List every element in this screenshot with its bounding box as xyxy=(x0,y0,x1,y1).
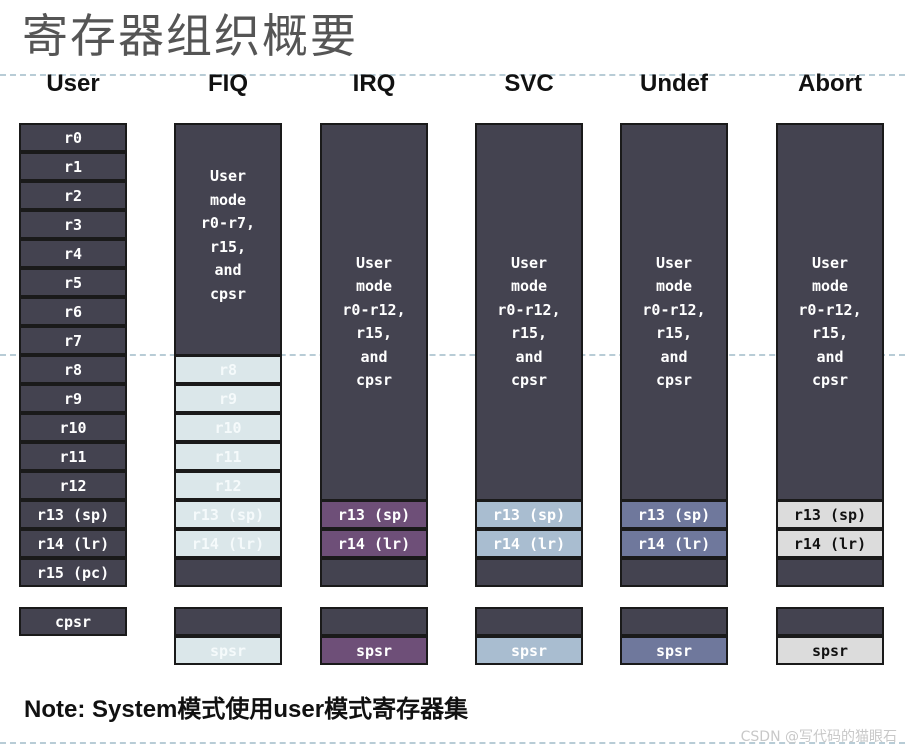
watermark: CSDN @写代码的猫眼石 xyxy=(740,729,897,745)
mode-header-fiq: FIQ xyxy=(208,70,248,97)
abort-cpsr-shared xyxy=(776,607,884,636)
user-register-r7: r7 xyxy=(19,326,127,355)
user-register-r13: r13 (sp) xyxy=(19,500,127,529)
user-register-r12: r12 xyxy=(19,471,127,500)
fiq-r15-shared xyxy=(174,558,282,587)
svc-shared-block: User mode r0-r12, r15, and cpsr xyxy=(475,123,583,501)
user-register-r0: r0 xyxy=(19,123,127,152)
fiq-cpsr-shared xyxy=(174,607,282,636)
user-cpsr: cpsr xyxy=(19,607,127,636)
abort-shared-block: User mode r0-r12, r15, and cpsr xyxy=(776,123,884,501)
fiq-shared-line: mode xyxy=(209,190,247,209)
irq-shared-line: r15, xyxy=(355,324,393,342)
middle-divider xyxy=(0,354,905,356)
undef-register-r14: r14 (lr) xyxy=(620,529,728,558)
fiq-register-r13: r13 (sp) xyxy=(174,500,282,529)
abort-shared-line: r0-r12, xyxy=(798,300,862,319)
fiq-register-r8: r8 xyxy=(174,355,282,384)
svc-shared-line: and xyxy=(515,347,543,366)
undef-register-r13: r13 (sp) xyxy=(620,500,728,529)
fiq-shared-block: User mode r0-r7, r15, and cpsr xyxy=(174,123,282,356)
svc-shared-line: User xyxy=(510,253,548,272)
user-register-r3: r3 xyxy=(19,210,127,239)
abort-shared-line: and xyxy=(816,347,844,366)
svc-r15-shared xyxy=(475,558,583,587)
undef-spsr: spsr xyxy=(620,636,728,665)
fiq-register-r9: r9 xyxy=(174,384,282,413)
undef-shared-line: mode xyxy=(655,277,693,295)
undef-shared-line: r0-r12, xyxy=(642,300,706,319)
footnote: Note: System模式使用user模式寄存器集 xyxy=(24,696,469,723)
mode-header-user: User xyxy=(46,70,100,97)
fiq-shared-line: cpsr xyxy=(209,284,247,303)
fiq-shared-line: and xyxy=(214,261,242,279)
user-register-r14: r14 (lr) xyxy=(19,529,127,558)
irq-shared-line: User xyxy=(355,253,393,272)
irq-shared-block: User mode r0-r12, r15, and cpsr xyxy=(320,123,428,501)
svc-shared-line: r0-r12, xyxy=(497,300,561,319)
svc-register-r13: r13 (sp) xyxy=(475,500,583,529)
fiq-spsr: spsr xyxy=(174,636,282,665)
undef-shared-line: and xyxy=(660,347,688,366)
undef-shared-line: User xyxy=(655,253,693,272)
mode-header-irq: IRQ xyxy=(352,70,396,97)
user-register-r9: r9 xyxy=(19,384,127,413)
irq-shared-line: mode xyxy=(355,277,393,295)
user-register-r4: r4 xyxy=(19,239,127,268)
abort-shared-line: mode xyxy=(811,277,849,295)
irq-shared-line: r0-r12, xyxy=(342,300,406,319)
undef-shared-line: cpsr xyxy=(655,371,693,389)
undef-shared-block: User mode r0-r12, r15, and cpsr xyxy=(620,123,728,501)
fiq-register-r10: r10 xyxy=(174,413,282,442)
svc-shared-line: r15, xyxy=(510,324,548,342)
user-register-r5: r5 xyxy=(19,268,127,297)
bottom-divider xyxy=(0,742,905,744)
abort-spsr: spsr xyxy=(776,636,884,665)
fiq-register-r11: r11 xyxy=(174,442,282,471)
mode-header-abort: Abort xyxy=(798,70,862,97)
abort-shared-line: r15, xyxy=(811,324,849,342)
undef-shared-line: r15, xyxy=(655,324,693,342)
undef-cpsr-shared xyxy=(620,607,728,636)
irq-spsr: spsr xyxy=(320,636,428,665)
fiq-shared-line: r0-r7, xyxy=(200,214,256,232)
svc-shared-line: cpsr xyxy=(510,371,548,389)
irq-shared-line: cpsr xyxy=(355,371,393,389)
fiq-register-r14: r14 (lr) xyxy=(174,529,282,558)
user-register-r8: r8 xyxy=(19,355,127,384)
user-register-r1: r1 xyxy=(19,152,127,181)
fiq-shared-line: User xyxy=(209,167,247,185)
abort-shared-line: cpsr xyxy=(811,371,849,389)
irq-register-r13: r13 (sp) xyxy=(320,500,428,529)
svc-register-r14: r14 (lr) xyxy=(475,529,583,558)
irq-shared-line: and xyxy=(360,347,388,366)
fiq-register-r12: r12 xyxy=(174,471,282,500)
svc-spsr: spsr xyxy=(475,636,583,665)
svc-cpsr-shared xyxy=(475,607,583,636)
mode-header-undef: Undef xyxy=(640,70,708,97)
user-register-r11: r11 xyxy=(19,442,127,471)
user-register-r15: r15 (pc) xyxy=(19,558,127,587)
undef-r15-shared xyxy=(620,558,728,587)
user-register-r2: r2 xyxy=(19,181,127,210)
abort-register-r14: r14 (lr) xyxy=(776,529,884,558)
irq-r15-shared xyxy=(320,558,428,587)
svc-shared-line: mode xyxy=(510,277,548,295)
user-register-r10: r10 xyxy=(19,413,127,442)
mode-header-svc: SVC xyxy=(504,70,554,97)
user-register-r6: r6 xyxy=(19,297,127,326)
top-divider xyxy=(0,74,905,76)
abort-shared-line: User xyxy=(811,253,849,272)
irq-register-r14: r14 (lr) xyxy=(320,529,428,558)
abort-r15-shared xyxy=(776,558,884,587)
irq-cpsr-shared xyxy=(320,607,428,636)
abort-register-r13: r13 (sp) xyxy=(776,500,884,529)
page-title: 寄存器组织概要 xyxy=(22,9,358,63)
fiq-shared-line: r15, xyxy=(209,237,247,256)
